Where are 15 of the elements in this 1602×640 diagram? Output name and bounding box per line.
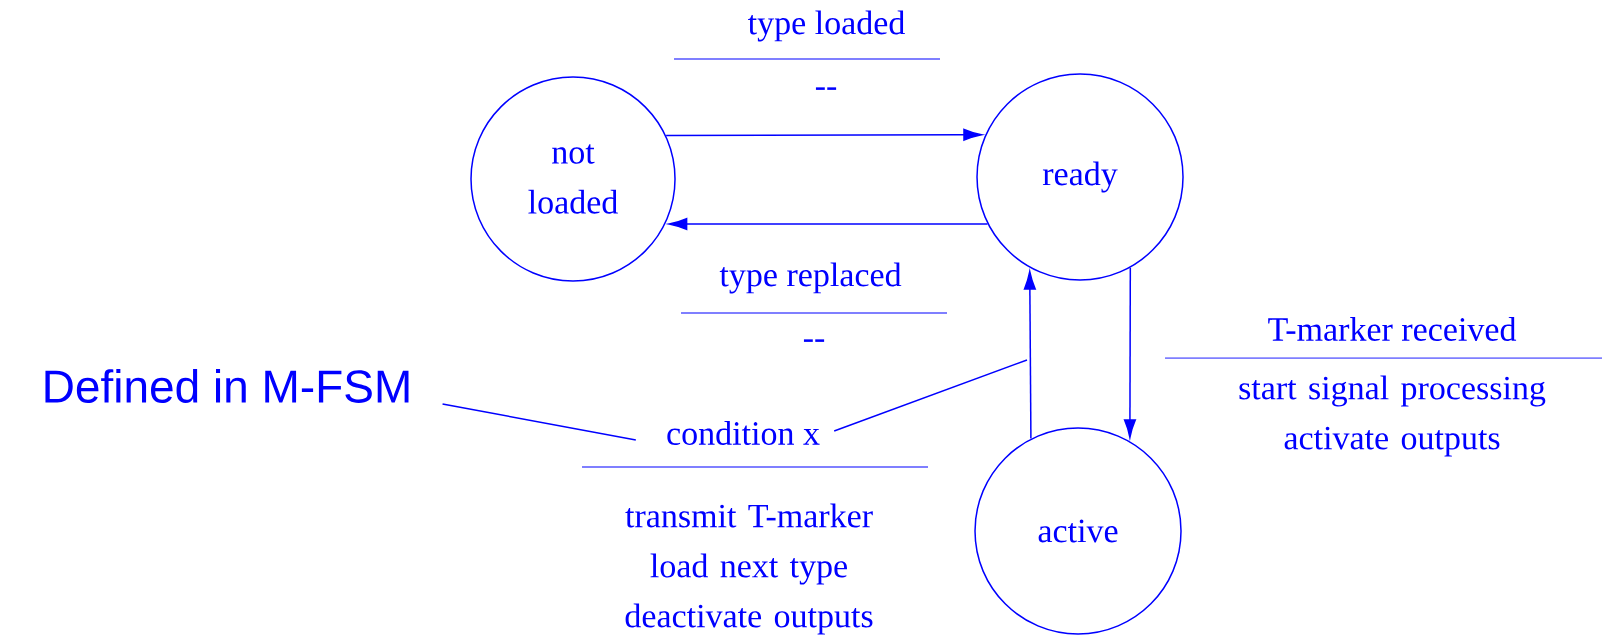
leader-line: [441, 403, 637, 441]
leader-line: [833, 359, 1028, 432]
edge-label: type loaded: [748, 10, 905, 42]
action-text: transmit T-marker load next type deactivate outputs: [625, 503, 873, 635]
annotation-text: Defined in M-FSM: [45, 369, 409, 403]
arrow: [1023, 270, 1036, 440]
edge-label: type replaced: [719, 262, 902, 294]
arrow: [665, 128, 983, 141]
action-text: start signal processing activate outputs: [1239, 375, 1546, 457]
arrow: [1123, 267, 1136, 438]
edge-label: T-marker received: [1268, 317, 1517, 341]
empty-action: --: [815, 87, 837, 90]
transition-condition: condition x: [667, 421, 820, 445]
arrow: [668, 217, 989, 231]
empty-action: --: [803, 339, 825, 342]
